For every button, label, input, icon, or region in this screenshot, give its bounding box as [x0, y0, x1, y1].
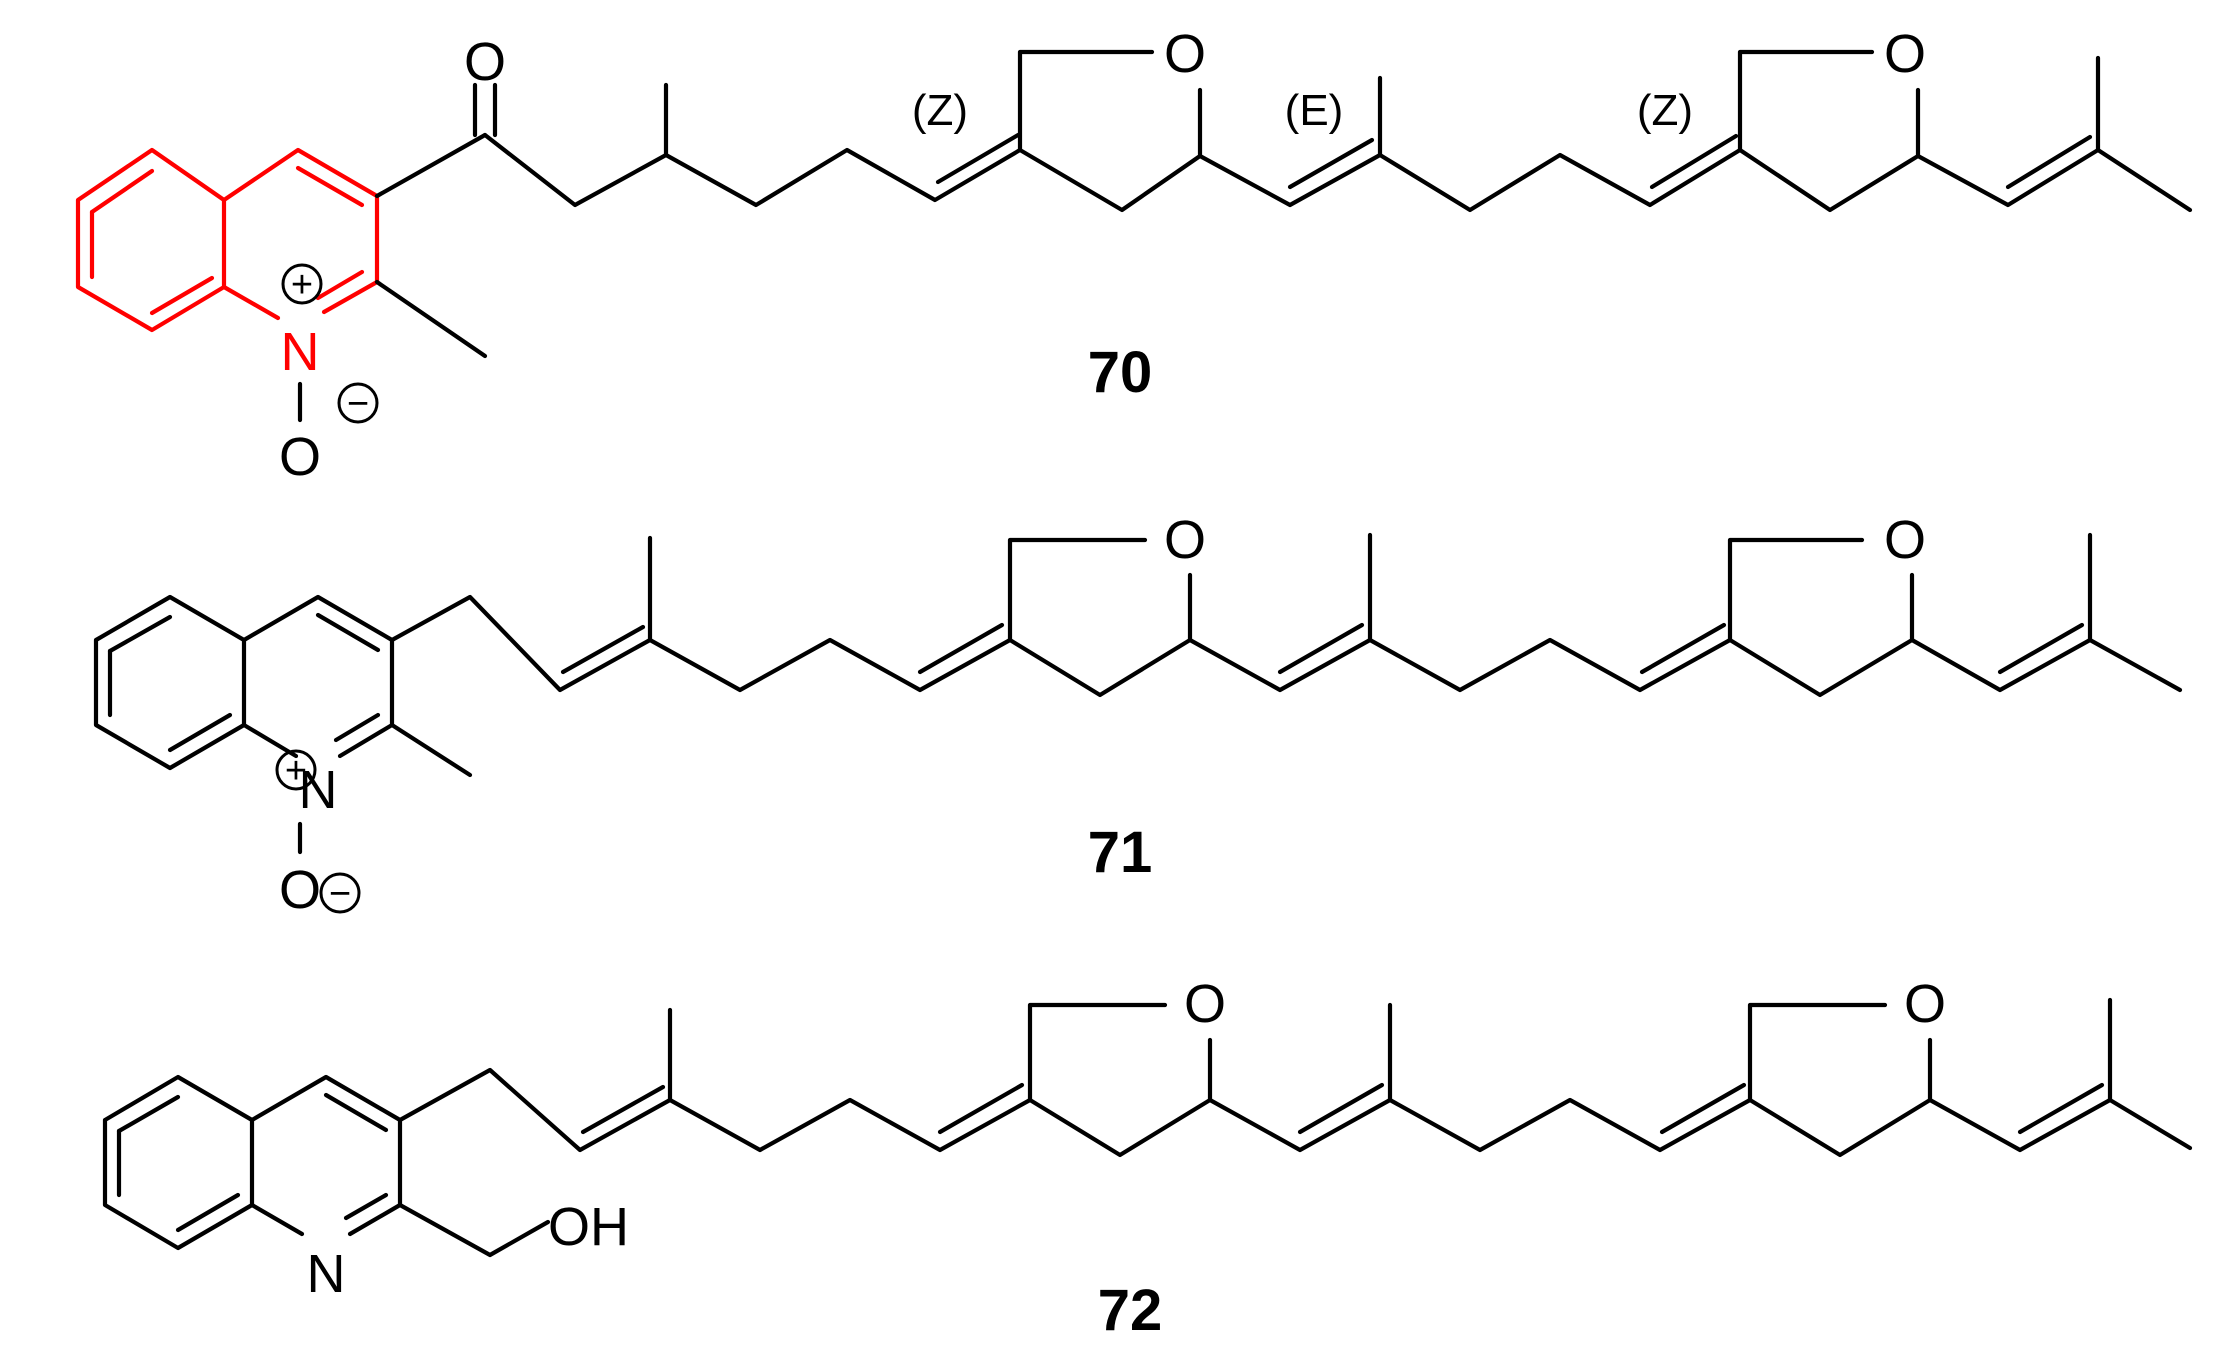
bond [389, 722, 473, 778]
side-chain-bond [397, 1067, 1033, 1153]
side-chain-bond [482, 132, 1023, 208]
bond [1287, 137, 1375, 190]
n-oxide-oxygen: O [279, 427, 321, 487]
bond [175, 1192, 241, 1233]
bond [89, 168, 155, 215]
ketone-oxygen: O [464, 32, 506, 92]
bond [107, 614, 173, 654]
ring-nitrogen: N [307, 1244, 346, 1304]
bond [323, 1092, 389, 1133]
plus-charge-ring [281, 263, 323, 305]
thf-ring-1 [1007, 572, 1193, 698]
thf-ring-2 [1737, 87, 1921, 213]
plus-charge: + [285, 750, 307, 792]
bond [93, 594, 247, 771]
bond [315, 612, 381, 653]
thf-oxygen-2: O [1884, 24, 1926, 84]
plus-charge-ring [275, 749, 317, 791]
bond [116, 1094, 181, 1134]
bond [374, 132, 488, 199]
side-chain-bond [1927, 1097, 2193, 1153]
stereo-label-z: (Z) [912, 86, 968, 135]
thf-oxygen-1: O [1164, 24, 1206, 84]
bond [149, 275, 215, 316]
bond [102, 1074, 255, 1251]
bond [2017, 1082, 2105, 1135]
bond [343, 1192, 389, 1221]
bond [315, 269, 365, 301]
bond [1639, 622, 1727, 675]
bond [374, 279, 488, 359]
minus-charge-ring [337, 382, 379, 424]
bond [295, 165, 365, 208]
bond [241, 722, 299, 759]
thf-oxygen-2: O [1904, 974, 1946, 1034]
minus-charge-ring [319, 872, 361, 914]
ring-nitrogen: N [299, 760, 338, 820]
bond [167, 712, 233, 753]
bond [2005, 134, 2093, 190]
bond [221, 284, 281, 321]
bond [560, 624, 646, 675]
bond [580, 1084, 666, 1135]
bond [1277, 622, 1365, 675]
thf-ring-2 [1727, 537, 1865, 643]
minus-charge: − [329, 873, 351, 915]
side-chain-bond [1187, 637, 1733, 693]
side-chain-bond [397, 1202, 551, 1258]
n-oxide-oxygen: O [279, 860, 321, 920]
plus-charge: + [291, 264, 313, 306]
thf-ring-2 [1737, 49, 1875, 153]
thf-oxygen-1: O [1164, 510, 1206, 570]
minus-charge: − [347, 383, 369, 425]
thf-ring-2 [1727, 572, 1915, 698]
bond [249, 1202, 305, 1237]
bond [917, 622, 1005, 675]
bond [241, 594, 395, 759]
bond [1297, 1082, 1385, 1135]
thf-oxygen-2: O [1884, 510, 1926, 570]
stereo-label-e: (E) [1285, 86, 1344, 135]
thf-ring-2 [1747, 1037, 1933, 1158]
bond [1997, 622, 2085, 675]
bond [1649, 133, 1739, 190]
compound-71: N + O − O O 71 [93, 510, 2183, 920]
quinoline-n-oxide-core-highlighted [75, 147, 380, 333]
bond [935, 132, 1021, 185]
thf-ring-1 [1027, 1037, 1213, 1158]
side-chain-bond [1909, 637, 2183, 693]
compound-number: 70 [1088, 340, 1153, 405]
bond [1659, 1082, 1747, 1135]
thf-ring-2 [1747, 1002, 1888, 1103]
hydroxyl-group: OH [548, 1197, 629, 1257]
bond [249, 1074, 403, 1237]
stereo-label-z: (Z) [1637, 86, 1693, 135]
thf-ring-1 [1017, 49, 1155, 153]
bond [333, 712, 381, 743]
side-chain-bond [1197, 147, 1743, 213]
thf-oxygen-1: O [1184, 974, 1226, 1034]
side-chain-bond [1207, 1097, 1753, 1153]
thf-ring-1 [1027, 1002, 1168, 1103]
bond [75, 147, 227, 333]
compound-72: N OH O O 72 [102, 974, 2193, 1343]
thf-ring-1 [1017, 87, 1203, 213]
compound-number: 71 [1088, 820, 1153, 885]
thf-ring-1 [1007, 537, 1148, 643]
ring-nitrogen: N [281, 322, 320, 382]
compound-number: 72 [1098, 1278, 1163, 1343]
bond [937, 1082, 1025, 1135]
compound-70: N + O − O O O (Z) (E) [75, 24, 2193, 487]
side-chain-bond [1915, 147, 2193, 213]
side-chain-bond [389, 594, 1013, 693]
